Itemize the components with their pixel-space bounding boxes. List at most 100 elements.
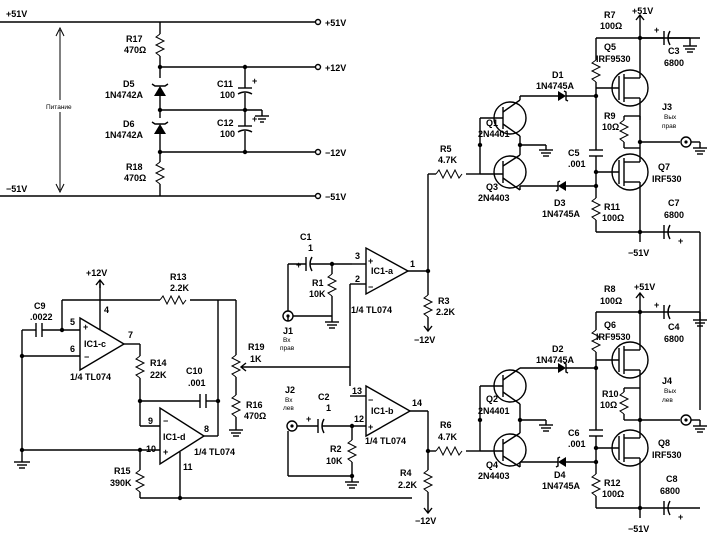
svg-text:+: + — [678, 512, 683, 522]
resistor-r3 — [422, 294, 434, 318]
rail-label-m51-left: −51V — [6, 184, 27, 194]
resistor-r1 — [326, 273, 338, 297]
svg-text:7: 7 — [128, 330, 133, 340]
r9-value: 10Ω — [602, 122, 619, 132]
svg-text:−: − — [84, 352, 89, 362]
resistor-r17 — [154, 33, 166, 57]
j4-ref: J4 — [662, 376, 672, 386]
svg-text:12: 12 — [354, 414, 364, 424]
j1-ref: J1 — [283, 326, 293, 336]
r11-value: 100Ω — [602, 213, 624, 223]
r12-ref: R12 — [604, 478, 621, 488]
r19-value: 1K — [250, 354, 262, 364]
d5-ref: D5 — [123, 79, 135, 89]
r13-value: 2.2K — [170, 283, 190, 293]
svg-text:9: 9 — [148, 416, 153, 426]
svg-text:+: + — [678, 236, 683, 246]
r7-value: 100Ω — [600, 21, 622, 31]
zener-d6 — [151, 121, 169, 134]
r10-ref: R10 — [602, 389, 619, 399]
resistor-r15 — [134, 469, 146, 493]
svg-text:11: 11 — [183, 462, 193, 472]
r1-ref: R1 — [312, 278, 324, 288]
d1-ref: D1 — [552, 70, 564, 80]
driver-p12-label: +12V — [86, 268, 107, 278]
zener-d5 — [151, 83, 169, 96]
r16-ref: R16 — [246, 400, 263, 410]
j3-label2: прав — [662, 123, 677, 130]
r8-value: 100Ω — [600, 296, 622, 306]
r3-value: 2.2K — [436, 307, 456, 317]
m12-bottom-label: −12V — [415, 516, 436, 526]
ic1c-ref: IC1-c — [84, 339, 106, 349]
q6-part: IRF9530 — [596, 332, 631, 342]
zener-d2 — [558, 363, 566, 373]
svg-text:+: + — [296, 260, 301, 270]
svg-text:−: − — [368, 395, 373, 405]
j1-label2: прав — [280, 345, 295, 352]
d6-ref: D6 — [123, 119, 135, 129]
c11-ref: C11 — [217, 79, 233, 89]
ic1b-part: 1/4 TL074 — [365, 436, 406, 446]
svg-text:+: + — [252, 76, 257, 86]
zener-d3 — [558, 181, 566, 191]
p51-upper-label: +51V — [632, 6, 653, 16]
resistor-r8 — [590, 329, 602, 353]
r5-ref: R5 — [440, 144, 452, 154]
c5-value: .001 — [568, 159, 586, 169]
d4-part: 1N4745A — [542, 481, 581, 491]
svg-text:+: + — [654, 25, 659, 35]
r2-ref: R2 — [330, 444, 342, 454]
svg-text:2: 2 — [355, 274, 360, 284]
driver-section: IC1-c 1/4 TL074 + − 5 6 7 4 +12V C9 .002… — [14, 268, 412, 501]
q5-part: IRF9530 — [596, 54, 631, 64]
power-supply-section: +51V −51V +51V +12V −12V −51V Питание — [0, 9, 346, 202]
c12-ref: C12 — [217, 118, 234, 128]
svg-text:−: − — [163, 416, 168, 426]
r15-value: 390K — [110, 478, 132, 488]
svg-text:6: 6 — [70, 344, 75, 354]
c10-ref: C10 — [186, 366, 203, 376]
r1-value: 10K — [309, 289, 326, 299]
c3-ref: C3 — [668, 46, 680, 56]
d2-part: 1N4745A — [536, 355, 575, 365]
rail-label-m51-right: −51V — [325, 192, 346, 202]
j3-ref: J3 — [662, 102, 672, 112]
r13-ref: R13 — [170, 272, 187, 282]
rail-label-m12: −12V — [325, 148, 346, 158]
resistor-r10 — [618, 391, 630, 415]
d1-part: 1N4745A — [536, 81, 575, 91]
resistor-r16 — [230, 394, 242, 418]
svg-text:+: + — [368, 256, 373, 266]
svg-text:+: + — [252, 114, 257, 124]
opamp-ic1d — [159, 406, 206, 466]
opamp-ic1a — [365, 246, 410, 296]
resistor-r13 — [159, 294, 187, 306]
r9-ref: R9 — [604, 111, 616, 121]
ic1d-part: 1/4 TL074 — [194, 447, 235, 457]
rail-label-p51-left: +51V — [6, 9, 27, 19]
svg-text:−: − — [368, 282, 373, 292]
r5-value: 4.7K — [438, 155, 458, 165]
resistor-r4 — [422, 469, 434, 493]
j3-label: Вых — [664, 114, 677, 121]
q4-part: 2N4403 — [478, 471, 510, 481]
q1-ref: Q1 — [486, 118, 498, 128]
r12-value: 100Ω — [602, 489, 624, 499]
r10-value: 10Ω — [600, 400, 617, 410]
q2-part: 2N4401 — [478, 406, 510, 416]
transistor-q3 — [493, 155, 527, 189]
svg-text:4: 4 — [104, 305, 109, 315]
q7-part: IRF530 — [652, 174, 682, 184]
r14-ref: R14 — [150, 358, 167, 368]
d6-part: 1N4742A — [105, 130, 144, 140]
resistor-r12 — [590, 473, 602, 497]
svg-text:14: 14 — [412, 398, 422, 408]
svg-text:+: + — [163, 447, 168, 457]
c1-value: 1 — [308, 243, 313, 253]
ic1a-part: 1/4 TL074 — [351, 305, 392, 315]
r8-ref: R8 — [604, 284, 616, 294]
q8-ref: Q8 — [658, 438, 670, 448]
rail-label-p12: +12V — [325, 63, 346, 73]
zener-d4 — [558, 457, 566, 467]
